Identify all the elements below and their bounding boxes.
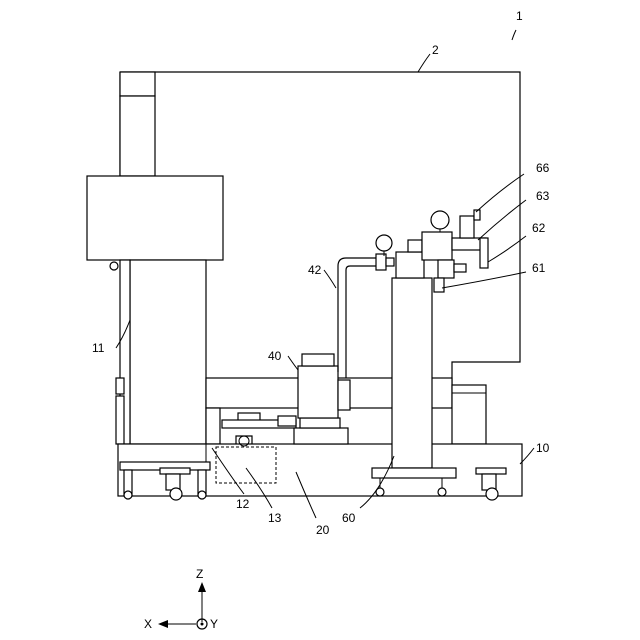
axis-z-label: Z: [196, 567, 203, 581]
axes-indicator: Z X Y: [144, 567, 218, 631]
label-1: 1: [516, 9, 523, 23]
label-60: 60: [342, 511, 356, 525]
label-10: 10: [536, 441, 550, 455]
pipe: [338, 235, 394, 378]
label-13: 13: [268, 511, 282, 525]
label-2: 2: [432, 43, 439, 57]
column-assembly: [87, 72, 223, 444]
label-61: 61: [532, 261, 546, 275]
label-62: 62: [532, 221, 546, 235]
label-20: 20: [316, 523, 330, 537]
label-11: 11: [92, 341, 105, 355]
label-12: 12: [236, 497, 250, 511]
axis-y-label: Y: [210, 617, 218, 631]
label-63: 63: [536, 189, 550, 203]
label-42: 42: [308, 263, 322, 277]
label-66: 66: [536, 161, 550, 175]
label-40: 40: [268, 349, 282, 363]
axis-x-label: X: [144, 617, 152, 631]
